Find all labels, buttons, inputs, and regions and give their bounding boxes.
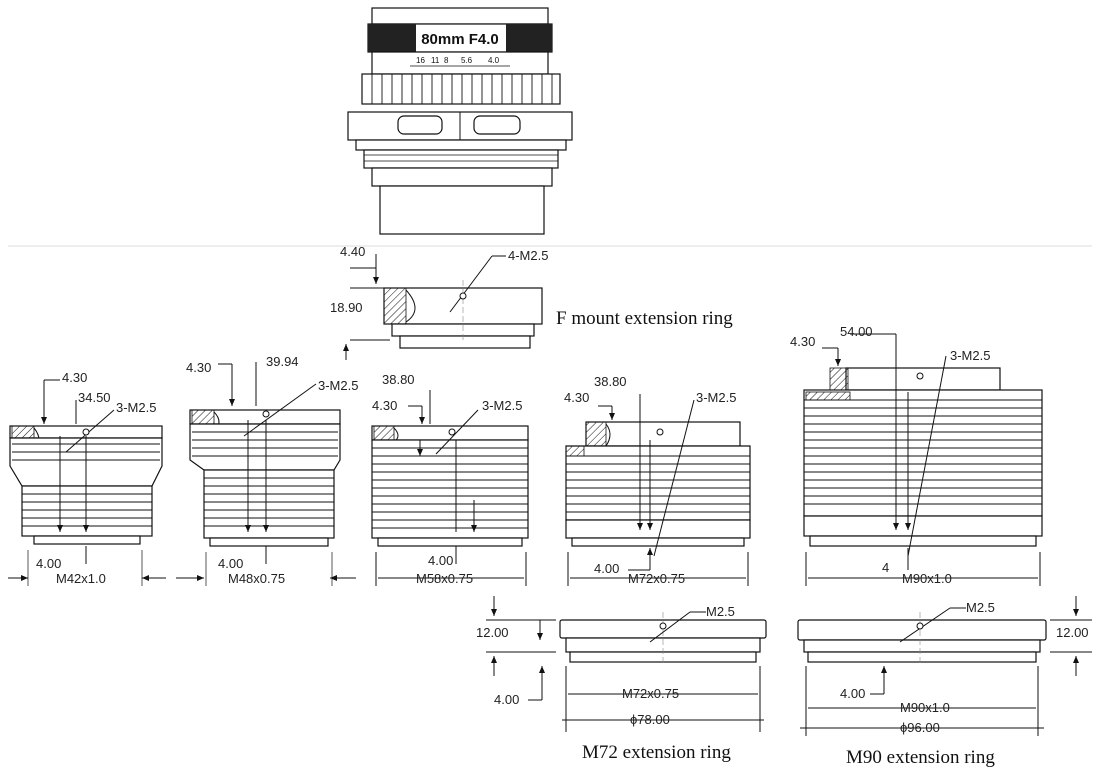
aperture-4: 4.0 [488,56,500,65]
aperture-11: 11 [431,56,440,65]
m90-extension-ring [797,596,1092,736]
fmount-dim-height: 18.90 [330,300,363,315]
m90-dim-top: 4.30 [790,334,815,349]
m90ring-screw: M2.5 [966,600,995,615]
m58-ring [371,390,529,586]
m90-ring [803,333,1043,586]
m90-dim-offset: 54.00 [840,324,873,339]
m72ring-diameter: ϕ78.00 [630,712,670,727]
m48-dim-bottom: 4.00 [218,556,243,571]
m90ring-diameter: ϕ96.00 [900,720,940,735]
m90ring-thread: M90x1.0 [900,700,950,715]
fmount-dim-top: 4.40 [340,244,365,259]
lens-focal-label: 80mm F4.0 [421,31,499,48]
m72-dim-top: 4.30 [564,390,589,405]
m42-dim-bottom: 4.00 [36,556,61,571]
m48-thread: M48x0.75 [228,571,285,586]
m72ring-dim-bottom: 4.00 [494,692,519,707]
m72ring-thread: M72x0.75 [622,686,679,701]
m42-thread: M42x1.0 [56,571,106,586]
aperture-8: 8 [444,56,449,65]
m58-screw: 3-M2.5 [482,398,522,413]
aperture-scale: 16 11 8 5.6 4.0 [410,56,510,67]
m58-dim-bottom: 4.00 [428,553,453,568]
m42-ring [8,379,166,586]
m90ring-caption: M90 extension ring [846,747,995,768]
m90ring-dim-height: 12.00 [1056,625,1089,640]
m48-dim-offset: 39.94 [266,354,299,369]
m42-dim-top: 4.30 [62,370,87,385]
lens-drawing: 80mm F4.0 16 11 8 5.6 4.0 [347,7,573,235]
f-mount-ring [343,254,543,360]
m90-dim-bottom: 4 [882,560,889,575]
m58-dim-offset: 38.80 [382,372,415,387]
m72-extension-ring [486,596,767,732]
m42-screw: 3-M2.5 [116,400,156,415]
m72-screw: 3-M2.5 [696,390,736,405]
m72ring-caption: M72 extension ring [582,742,731,763]
m90ring-dim-bottom: 4.00 [840,686,865,701]
fmount-screw: 4-M2.5 [508,248,548,263]
m72-ring [565,394,751,586]
aperture-5-6: 5.6 [461,56,473,65]
m72-dim-offset: 38.80 [594,374,627,389]
m48-dim-top: 4.30 [186,360,211,375]
m72-dim-bottom: 4.00 [594,561,619,576]
m58-thread: M58x0.75 [416,571,473,586]
m42-dim-offset: 34.50 [78,390,111,405]
m58-dim-top: 4.30 [372,398,397,413]
m72-thread: M72x0.75 [628,571,685,586]
fmount-caption: F mount extension ring [556,308,733,329]
m72ring-dim-height: 12.00 [476,625,509,640]
m90-screw: 3-M2.5 [950,348,990,363]
m90-thread: M90x1.0 [902,571,952,586]
aperture-16: 16 [416,56,425,65]
m72ring-screw: M2.5 [706,604,735,619]
m48-screw: 3-M2.5 [318,378,358,393]
m48-ring [176,362,356,586]
